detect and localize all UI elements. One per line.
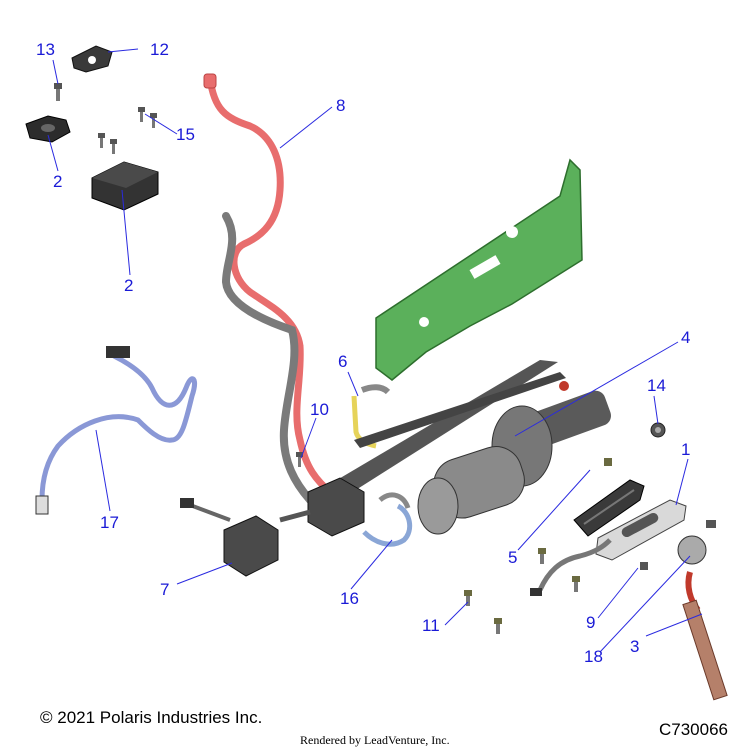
center-solenoid-cluster xyxy=(279,477,365,537)
leader-lines xyxy=(47,48,703,653)
part-5-bracket xyxy=(573,479,645,537)
callout-2a: 2 xyxy=(53,172,62,191)
part-7-solenoid xyxy=(180,498,279,577)
part-12-clip xyxy=(71,45,113,73)
copyright-notice: © 2021 Polaris Industries Inc. xyxy=(40,708,263,727)
part-14-nut xyxy=(650,422,666,438)
callout-15: 15 xyxy=(176,125,195,144)
part-18-hook-3-strap xyxy=(677,535,728,701)
callout-9: 9 xyxy=(586,613,595,632)
ground-strap-cable xyxy=(530,538,612,596)
callout-5: 5 xyxy=(508,548,517,567)
part-4-winch xyxy=(320,360,612,535)
fasteners xyxy=(464,458,716,634)
part-2-cover xyxy=(25,115,71,143)
callout-14: 14 xyxy=(647,376,666,395)
callout-2b: 2 xyxy=(124,276,133,295)
callout-3: 3 xyxy=(630,637,639,656)
callout-8: 8 xyxy=(336,96,345,115)
callout-10: 10 xyxy=(310,400,329,419)
callout-16: 16 xyxy=(340,589,359,608)
callout-1: 1 xyxy=(681,440,690,459)
part-17-wire-harness xyxy=(35,346,197,515)
part-16-jumper-cable xyxy=(362,492,413,547)
callout-17: 17 xyxy=(100,513,119,532)
part-2-control-module xyxy=(91,161,159,211)
part-1-fairlead xyxy=(595,499,687,561)
part-15-screws xyxy=(98,107,157,154)
part-8-battery-cable xyxy=(203,73,354,524)
callouts: 13 12 15 2 2 8 6 4 14 10 1 17 5 7 16 11 … xyxy=(36,40,690,666)
callout-6: 6 xyxy=(338,352,347,371)
rendered-by-credit: Rendered by LeadVenture, Inc. xyxy=(300,733,450,747)
part-13-screw xyxy=(54,83,62,101)
callout-4: 4 xyxy=(681,328,690,347)
callout-7: 7 xyxy=(160,580,169,599)
callout-11: 11 xyxy=(422,616,440,635)
part-10-screw xyxy=(296,452,303,467)
drawing-id: C730066 xyxy=(658,720,728,739)
callout-18: 18 xyxy=(584,647,603,666)
callout-12: 12 xyxy=(150,40,169,59)
mounting-plate xyxy=(375,158,583,381)
callout-13: 13 xyxy=(36,40,55,59)
